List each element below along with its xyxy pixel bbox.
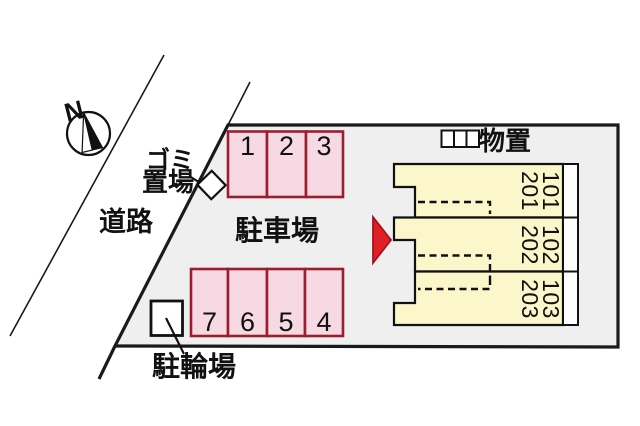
parking-space-3 [304, 130, 345, 199]
unit-201-101-partition-dash [418, 200, 492, 214]
parking-space-2-number: 2 [279, 131, 294, 161]
unit-label-202-102: 102 202 [517, 215, 564, 275]
boundary-extension-top-line [227, 81, 251, 126]
boundary-extension-bottom-line [97, 345, 117, 380]
unit-label-203-103: 103 203 [517, 269, 564, 329]
storage-sheds [440, 129, 480, 148]
storage-shed-1 [440, 129, 455, 148]
unit-201-101-balcony [562, 163, 579, 219]
unit-203-103-balcony [562, 270, 579, 326]
compass: N [61, 94, 112, 157]
garbage-area-label-line2: 置場 [142, 167, 194, 197]
parking-space-1 [226, 130, 269, 199]
parking-space-1-number: 1 [240, 131, 255, 161]
road-label: 道路 [99, 206, 154, 237]
unit-202-102-balcony [562, 216, 579, 273]
parking-space-4-number: 4 [316, 307, 331, 337]
parking-row-bottom: 7 6 5 4 [189, 267, 345, 338]
parking-space-3-number: 3 [316, 131, 331, 161]
parking-space-7 [189, 267, 230, 338]
unit-201-101-upper-number: 201 [517, 171, 543, 211]
parking-space-5-number: 5 [278, 307, 293, 337]
parking-space-4 [303, 267, 345, 338]
storage-shed-2 [453, 129, 468, 148]
bicycle-pointer-line [165, 317, 185, 355]
garbage-box [195, 169, 228, 201]
unit-label-201-101: 101 201 [517, 161, 564, 221]
unit-201-101-lower-number: 101 [538, 171, 564, 211]
parking-space-6-number: 6 [240, 307, 255, 337]
unit-203-103-upper-number: 203 [517, 278, 543, 319]
parking-space-7-number: 7 [202, 307, 217, 337]
unit-202-102-lower-number: 102 [538, 224, 564, 265]
parking-row-top: 1 2 3 [226, 130, 345, 199]
unit-202-102-upper-number: 202 [517, 224, 543, 265]
road-far-edge-line [9, 54, 165, 337]
garbage-area-label-line1: ゴミ [146, 146, 194, 174]
compass-needle [81, 112, 104, 154]
unit-203-103-partition-dash [418, 278, 492, 291]
storage-label: 物置 [479, 126, 531, 156]
unit-203-103-lower-number: 103 [538, 278, 564, 319]
compass-needle-east-half [83, 112, 104, 151]
entrance-arrow [372, 214, 393, 266]
bicycle-parking-label: 駐輪場 [152, 350, 236, 382]
building [392, 162, 579, 327]
north-label: N [61, 94, 86, 128]
storage-shed-3 [465, 129, 480, 148]
parking-lot-label: 駐車場 [235, 215, 319, 246]
unit-202-102-partition-dash [418, 254, 492, 278]
